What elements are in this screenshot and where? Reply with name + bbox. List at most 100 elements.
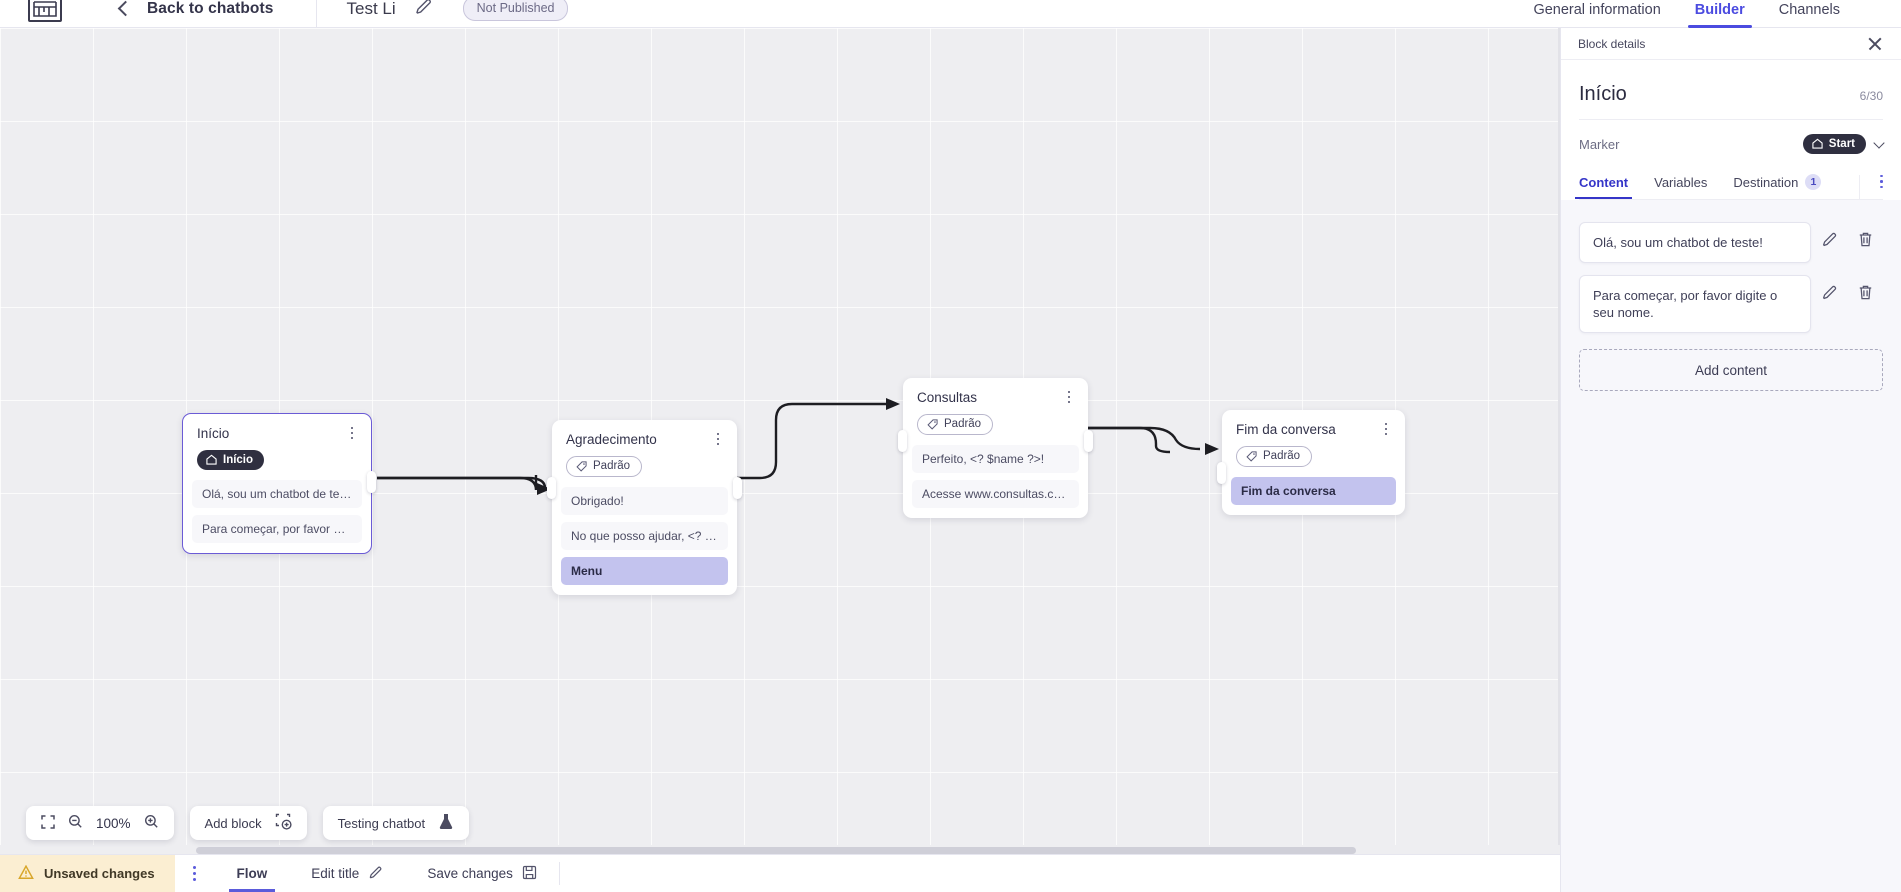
flow-canvas[interactable]: Início Início Olá, sou um chatbot de tes… <box>0 28 1560 858</box>
tab-channels[interactable]: Channels <box>1778 2 1840 18</box>
block-header: Início <box>183 414 371 441</box>
block-input-port[interactable] <box>898 430 907 452</box>
panel-tab-content[interactable]: Content <box>1574 175 1633 200</box>
add-block-button[interactable]: Add block <box>189 806 307 840</box>
marker-badge-default[interactable]: Padrão <box>566 456 643 477</box>
tab-general-information[interactable]: General information <box>1533 2 1661 18</box>
block-messages: Fim da conversa <box>1222 477 1405 505</box>
flow-block-agradecimento[interactable]: Agradecimento Padrão Obrigado! No que po… <box>547 420 742 595</box>
canvas-hscroll-track[interactable] <box>0 845 1560 856</box>
statusbar-tab-flow[interactable]: Flow <box>215 855 290 892</box>
add-content-button[interactable]: Add content <box>1579 349 1883 392</box>
block-input-port[interactable] <box>547 477 556 499</box>
flow-block-fim-da-conversa[interactable]: Fim da conversa Padrão Fim da conversa <box>1217 410 1405 515</box>
panel-block-name: Início <box>1579 83 1627 105</box>
content-item-text[interactable]: Para começar, por favor digite o seu nom… <box>1579 275 1811 334</box>
marker-badge-label: Padrão <box>593 460 631 472</box>
unsaved-changes-indicator: Unsaved changes <box>0 855 175 892</box>
panel-tab-destination[interactable]: Destination 1 <box>1733 174 1822 199</box>
panel-tab-destination-label: Destination <box>1733 174 1799 190</box>
canvas-hscroll-thumb[interactable] <box>196 847 1356 854</box>
block-menu-button[interactable] <box>710 430 726 448</box>
close-icon[interactable] <box>1867 36 1883 52</box>
header-tabs: General information Builder Channels <box>1516 0 1901 28</box>
back-to-chatbots-label: Back to chatbots <box>147 0 274 17</box>
block-message[interactable]: Para começar, por favor digite o ... <box>192 515 362 543</box>
block-message[interactable]: Acesse www.consultas.com par... <box>912 480 1079 508</box>
warning-icon <box>18 864 34 883</box>
unsaved-changes-label: Unsaved changes <box>44 866 155 881</box>
panel-tab-variables-label: Variables <box>1654 175 1708 190</box>
flow-tab-label: Flow <box>236 866 268 881</box>
chevron-down-icon[interactable] <box>1873 136 1885 149</box>
block-message[interactable]: No que posso ajudar, <? $name ... <box>561 522 728 550</box>
add-block-icon <box>275 813 292 833</box>
panel-title-row: Início 6/30 <box>1579 60 1883 120</box>
bot-title: Test Li <box>346 0 396 18</box>
flow-block-inicio[interactable]: Início Início Olá, sou um chatbot de tes… <box>182 413 376 554</box>
panel-tabs: Content Variables Destination 1 <box>1574 166 1883 200</box>
marker-badge-default[interactable]: Padrão <box>917 414 994 435</box>
edit-content-icon[interactable] <box>1811 275 1847 301</box>
zoom-in-icon[interactable] <box>144 814 159 832</box>
panel-header-title: Block details <box>1578 36 1646 51</box>
panel-tab-variables[interactable]: Variables <box>1654 175 1707 199</box>
home-icon <box>206 454 217 465</box>
zoom-out-icon[interactable] <box>68 814 83 832</box>
marker-label: Marker <box>1579 136 1620 152</box>
marker-badge-label: Padrão <box>944 418 982 430</box>
zoom-controls[interactable]: 100% <box>26 806 174 840</box>
tag-icon <box>576 460 587 472</box>
delete-content-icon[interactable] <box>1847 275 1883 301</box>
canvas-toolbar: 100% Add block Testing chatbot <box>26 806 470 840</box>
block-input-port[interactable] <box>1217 462 1226 484</box>
save-disk-icon <box>522 865 537 883</box>
edit-title-button[interactable]: Edit title <box>289 855 405 892</box>
block-menu-button[interactable] <box>344 424 360 442</box>
bottom-status-bar: Unsaved changes Flow Edit title Save cha… <box>0 854 1560 892</box>
block-message[interactable]: Perfeito, <? $name ?>! <box>912 445 1079 473</box>
block-marker-row: Padrão <box>552 447 737 487</box>
flask-icon <box>438 813 454 833</box>
block-header: Agradecimento <box>552 420 737 447</box>
panel-marker-row: Marker Start <box>1579 120 1885 166</box>
block-message-menu[interactable]: Menu <box>561 557 728 585</box>
tab-builder[interactable]: Builder <box>1678 3 1762 28</box>
block-message-end[interactable]: Fim da conversa <box>1231 477 1396 505</box>
block-output-port[interactable] <box>367 471 376 493</box>
panel-content-list: Olá, sou um chatbot de teste! Para começ… <box>1561 200 1901 392</box>
block-output-port[interactable] <box>1084 430 1093 452</box>
flow-block-consultas[interactable]: Consultas Padrão Perfeito, <? $name ?>! … <box>898 378 1093 518</box>
home-icon <box>1812 138 1823 149</box>
block-output-port[interactable] <box>733 477 742 499</box>
block-title: Agradecimento <box>566 432 657 447</box>
edit-content-icon[interactable] <box>1811 222 1847 248</box>
panel-header: Block details <box>1561 28 1901 60</box>
testing-chatbot-button[interactable]: Testing chatbot <box>322 806 470 840</box>
save-changes-button[interactable]: Save changes <box>405 855 559 892</box>
edit-title-pencil-icon[interactable] <box>414 0 433 21</box>
marker-badge-start[interactable]: Início <box>197 450 265 470</box>
block-message[interactable]: Olá, sou um chatbot de teste! <box>192 480 362 508</box>
delete-content-icon[interactable] <box>1847 222 1883 248</box>
block-menu-button[interactable] <box>1061 388 1077 406</box>
pencil-icon <box>368 865 383 883</box>
marker-badge-start[interactable]: Start <box>1802 134 1866 154</box>
statusbar-menu-button[interactable] <box>175 855 215 892</box>
fit-screen-icon[interactable] <box>41 814 55 832</box>
block-header: Fim da conversa <box>1222 410 1405 437</box>
content-item-text[interactable]: Olá, sou um chatbot de teste! <box>1579 222 1811 264</box>
marker-badge-default[interactable]: Padrão <box>1236 446 1313 467</box>
marker-select[interactable]: Start <box>1802 134 1885 154</box>
back-to-chatbots-button[interactable]: Back to chatbots <box>117 0 274 18</box>
block-menu-button[interactable] <box>1378 420 1394 438</box>
add-block-label: Add block <box>204 815 262 831</box>
marker-badge-label: Início <box>223 453 254 466</box>
canvas-right-edge <box>1558 28 1560 858</box>
panel-tabs-menu-button[interactable] <box>1859 175 1883 199</box>
content-item: Olá, sou um chatbot de teste! <box>1579 222 1883 264</box>
block-message[interactable]: Obrigado! <box>561 487 728 515</box>
block-details-panel: Block details Início 6/30 Marker Start <box>1560 28 1901 892</box>
app-header: Back to chatbots Test Li Not Published G… <box>0 0 1901 28</box>
block-title: Consultas <box>917 390 978 405</box>
